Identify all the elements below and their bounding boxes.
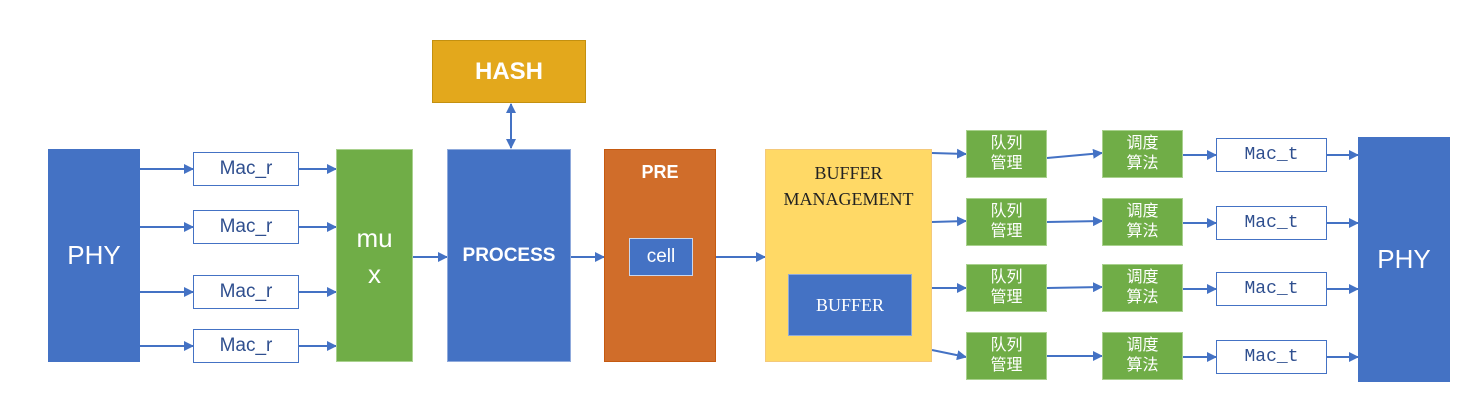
phy-left-label: PHY bbox=[67, 240, 121, 270]
mac-t-box-4: Mac_t bbox=[1216, 340, 1327, 374]
queue-management-box-3: 队列 管理 bbox=[966, 264, 1047, 312]
queue-management-box-1: 队列 管理 bbox=[966, 130, 1047, 178]
scheduler-box-1: 调度 算法 bbox=[1102, 130, 1183, 178]
scheduler-label-line2: 算法 bbox=[1126, 223, 1159, 240]
pre-block: PRE cell bbox=[604, 149, 716, 362]
phy-right-block: PHY bbox=[1358, 137, 1450, 382]
pre-label: PRE bbox=[641, 162, 679, 182]
arrow-queue-sched-1 bbox=[1046, 148, 1103, 159]
mac-t-label: Mac_t bbox=[1244, 279, 1299, 299]
mac-r-label: Mac_r bbox=[219, 216, 273, 237]
mac-t-label: Mac_t bbox=[1244, 213, 1299, 233]
scheduler-label-line1: 调度 bbox=[1126, 203, 1159, 220]
phy-right-label: PHY bbox=[1377, 244, 1431, 274]
scheduler-label-line2: 算法 bbox=[1126, 155, 1159, 172]
mac-r-box-1: Mac_r bbox=[193, 152, 299, 186]
hash-label: HASH bbox=[474, 57, 543, 85]
scheduler-label-line1: 调度 bbox=[1126, 135, 1159, 152]
process-label: PROCESS bbox=[462, 244, 556, 266]
scheduler-label-line2: 算法 bbox=[1126, 357, 1159, 374]
mac-r-box-2: Mac_r bbox=[193, 210, 299, 244]
buffer-label: BUFFER bbox=[815, 294, 885, 315]
scheduler-box-3: 调度 算法 bbox=[1102, 264, 1183, 312]
queue-label-line2: 管理 bbox=[990, 357, 1023, 374]
mac-t-box-3: Mac_t bbox=[1216, 272, 1327, 306]
queue-label-line2: 管理 bbox=[990, 155, 1023, 172]
scheduler-box-2: 调度 算法 bbox=[1102, 198, 1183, 246]
buffer-management-title: BUFFER MANAGEMENT bbox=[766, 160, 931, 212]
mac-t-box-1: Mac_t bbox=[1216, 138, 1327, 172]
cell-block: cell bbox=[629, 238, 693, 276]
scheduler-label-line2: 算法 bbox=[1126, 289, 1159, 306]
arrow-buffer-queue-2 bbox=[931, 216, 967, 227]
mux-label-line2: x bbox=[368, 258, 381, 289]
arrow-buffer-queue-4 bbox=[931, 349, 967, 361]
queue-label-line2: 管理 bbox=[990, 289, 1023, 306]
mac-r-label: Mac_r bbox=[219, 335, 273, 356]
queue-label-line1: 队列 bbox=[990, 269, 1023, 286]
buffer-block: BUFFER bbox=[788, 274, 912, 336]
mac-t-label: Mac_t bbox=[1244, 347, 1299, 367]
mux-block: mu x bbox=[336, 149, 413, 362]
mac-t-box-2: Mac_t bbox=[1216, 206, 1327, 240]
queue-label-line1: 队列 bbox=[990, 135, 1023, 152]
hash-block: HASH bbox=[432, 40, 586, 103]
phy-left-block: PHY bbox=[48, 149, 140, 362]
arrow-buffer-queue-1 bbox=[931, 148, 967, 159]
mac-r-box-3: Mac_r bbox=[193, 275, 299, 309]
queue-label-line1: 队列 bbox=[990, 337, 1023, 354]
buffer-management-title-line2: MANAGEMENT bbox=[783, 189, 914, 209]
mac-r-box-4: Mac_r bbox=[193, 329, 299, 363]
mux-label-line1: mu bbox=[356, 222, 393, 253]
process-block: PROCESS bbox=[447, 149, 571, 362]
queue-label-line1: 队列 bbox=[990, 203, 1023, 220]
scheduler-label-line1: 调度 bbox=[1126, 269, 1159, 286]
queue-label-line2: 管理 bbox=[990, 223, 1023, 240]
buffer-management-block: BUFFER MANAGEMENT BUFFER bbox=[765, 149, 932, 362]
scheduler-box-4: 调度 算法 bbox=[1102, 332, 1183, 380]
cell-label: cell bbox=[646, 246, 676, 267]
arrow-queue-sched-3 bbox=[1046, 282, 1103, 293]
arrow-queue-sched-2 bbox=[1046, 216, 1103, 227]
queue-management-box-4: 队列 管理 bbox=[966, 332, 1047, 380]
queue-management-box-2: 队列 管理 bbox=[966, 198, 1047, 246]
buffer-management-title-line1: BUFFER bbox=[814, 163, 883, 183]
mac-t-label: Mac_t bbox=[1244, 145, 1299, 165]
scheduler-label-line1: 调度 bbox=[1126, 337, 1159, 354]
mac-r-label: Mac_r bbox=[219, 158, 273, 179]
mac-r-label: Mac_r bbox=[219, 281, 273, 302]
